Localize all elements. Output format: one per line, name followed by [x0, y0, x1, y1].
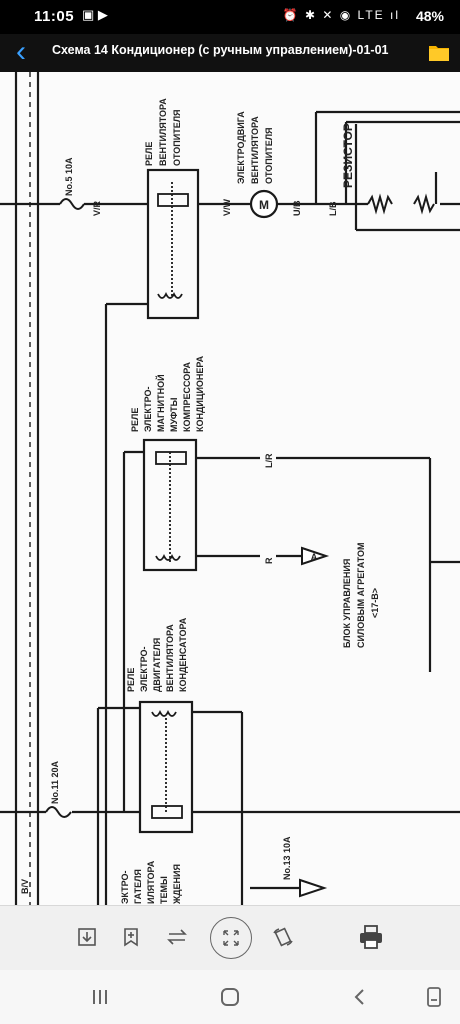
fuse-bottom-label: No.13 10A	[282, 836, 292, 880]
ecu-label-line-1: БЛОК УПРАВЛЕНИЯ	[342, 559, 352, 648]
battery-level: 48%	[415, 8, 444, 24]
wiring-diagram: M A РЕЛЕ ВЕНТИЛЯТОРА ОТОПИТЕЛЯ	[0, 72, 460, 912]
relay-clutch-line-3: МАГНИТНОЙ	[155, 374, 166, 432]
relay-cooling-line-4: ТЕМЫ	[159, 876, 169, 904]
ecu-marker: A	[311, 552, 318, 562]
bookmark-add-icon[interactable]	[114, 920, 148, 954]
wire-label-vw: V/W	[222, 198, 232, 216]
wire-label-bv: B/V	[20, 879, 30, 894]
relay-cooling-line-3: ИЛЯТОРА	[146, 860, 156, 904]
relay-condenser-line-1: РЕЛЕ	[126, 668, 136, 692]
relay-heater-line-2: ВЕНТИЛЯТОРА	[158, 98, 168, 166]
relay-heater-line-3: ОТОПИТЕЛЯ	[172, 110, 182, 167]
relay-condenser-line-4: ВЕНТИЛЯТОРА	[165, 624, 175, 692]
status-time: 11:05	[34, 8, 75, 25]
fuse-mid-label: No.11 20A	[50, 760, 60, 804]
relay-cooling-line-1: ЭКТРО-	[120, 870, 130, 904]
relay-clutch-line-1: РЕЛЕ	[130, 408, 140, 432]
notification-icons: ▣ ▶	[82, 7, 108, 22]
recent-apps-icon[interactable]	[80, 982, 120, 1012]
folder-icon[interactable]	[428, 42, 450, 62]
wire-label-ub: U/B	[292, 200, 302, 216]
swap-icon[interactable]	[160, 920, 194, 954]
motor-label-line-3: ОТОПИТЕЛЯ	[264, 128, 274, 185]
fuse-top-label: No.5 10A	[64, 157, 74, 196]
back-icon[interactable]	[340, 982, 380, 1012]
relay-heater-line-1: РЕЛЕ	[144, 142, 154, 166]
fit-screen-icon[interactable]	[210, 917, 252, 959]
wire-label-r: R	[264, 557, 274, 564]
system-nav-bar	[0, 970, 460, 1024]
print-icon[interactable]	[354, 920, 388, 954]
relay-clutch-line-4: МУФТЫ	[169, 397, 179, 432]
relay-clutch-line-6: КОНДИЦИОНЕРА	[195, 355, 205, 432]
app-bar: ‹ Схема 14 Кондиционер (с ручным управле…	[0, 34, 460, 72]
relay-clutch-line-2: ЭЛЕКТРО-	[143, 387, 153, 432]
motor-label-line-1: ЭЛЕКТРОДВИГА	[236, 111, 246, 184]
bottom-toolbar	[0, 905, 460, 971]
save-icon[interactable]	[70, 920, 104, 954]
motor-symbol	[249, 189, 279, 219]
ecu-label-line-2: СИЛОВЫМ АГРЕГАТОМ	[356, 542, 366, 648]
diagram-viewer[interactable]: M A РЕЛЕ ВЕНТИЛЯТОРА ОТОПИТЕЛЯ	[0, 72, 460, 912]
relay-clutch-line-5: КОМПРЕССОРА	[182, 362, 192, 432]
relay-condenser-line-2: ЭЛЕКТРО-	[139, 647, 149, 692]
wire-label-lr: L/R	[264, 453, 274, 468]
relay-condenser-line-3: ДВИГАТЕЛЯ	[152, 638, 162, 692]
home-icon[interactable]	[210, 982, 250, 1012]
screenshot-icon[interactable]	[414, 982, 454, 1012]
system-icons: ⏰ ✱ ✕ ◉ LTE ıl	[282, 8, 400, 22]
relay-cooling-line-5: ЖДЕНИЯ	[172, 864, 182, 905]
relay-condenser-line-5: КОНДЕНСАТОРА	[178, 617, 188, 692]
rotate-icon[interactable]	[266, 920, 300, 954]
wire-label-vr: V/R	[92, 200, 102, 216]
wire-label-lb: L/B	[328, 201, 338, 216]
relay-cooling-line-2: ГАТЕЛЯ	[133, 869, 143, 904]
resistor-label: РЕЗИСТОР	[341, 123, 355, 188]
motor-letter: M	[259, 198, 269, 212]
motor-label-line-2: ВЕНТИЛЯТОРА	[250, 116, 260, 184]
back-arrow-icon[interactable]: ‹	[16, 35, 26, 68]
ecu-label-line-3: <17-B>	[370, 588, 380, 618]
document-title: Схема 14 Кондиционер (с ручным управлени…	[52, 43, 389, 57]
status-bar: 11:05 ▣ ▶ ⏰ ✱ ✕ ◉ LTE ıl 48%	[0, 0, 460, 34]
